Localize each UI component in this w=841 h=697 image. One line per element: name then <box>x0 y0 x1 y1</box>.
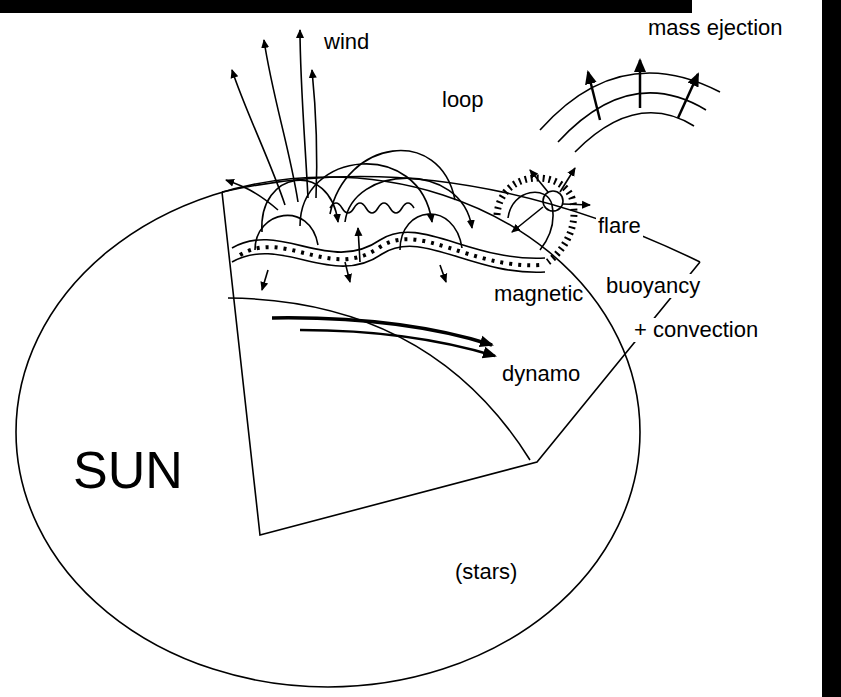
flux-lobe <box>255 215 318 250</box>
wind-line <box>264 40 298 202</box>
annotation-label: dynamo <box>500 362 582 386</box>
flare-arrow <box>530 170 548 192</box>
dynamo-arrow <box>300 330 495 356</box>
coronal-loop <box>300 164 432 226</box>
core-arc <box>228 298 530 460</box>
flare-arrow <box>563 204 590 205</box>
annotation-label: wind <box>322 30 371 54</box>
ejection-arc <box>558 93 706 142</box>
ejection-arc <box>540 73 720 130</box>
field-line <box>262 270 268 290</box>
flare-loop <box>508 192 553 250</box>
star-note: (stars) <box>455 560 517 584</box>
field-line <box>345 262 350 282</box>
annotation-label: mass ejection <box>646 16 785 40</box>
annotation-label: + convection <box>632 318 760 342</box>
flare-arrow <box>560 168 575 192</box>
flux-tube-hatch <box>240 239 540 265</box>
ejection-arrow <box>678 74 698 118</box>
annotation-label: flare <box>596 214 643 238</box>
dynamo-arrow <box>272 318 492 345</box>
frame-strip <box>0 0 692 13</box>
annotation-label: loop <box>440 88 486 112</box>
flare-point <box>543 191 563 211</box>
flux-tube <box>232 246 545 272</box>
annotation-label: buoyancy <box>604 274 702 298</box>
field-line <box>440 265 446 282</box>
ejection-arrow <box>588 72 600 120</box>
wind-line <box>300 30 308 198</box>
field-line <box>358 228 360 262</box>
loop-curls <box>330 203 414 213</box>
wind-line <box>312 70 317 198</box>
star-name: SUN <box>73 442 183 499</box>
annotation-label: magnetic <box>492 282 585 306</box>
ejection-arrow <box>639 60 642 108</box>
flare-loop <box>497 178 574 262</box>
sun-ellipse: SUN (stars) <box>15 176 641 688</box>
ellipse-outline <box>15 176 641 688</box>
ejection-arc <box>575 113 694 152</box>
frame-strip <box>822 0 841 697</box>
